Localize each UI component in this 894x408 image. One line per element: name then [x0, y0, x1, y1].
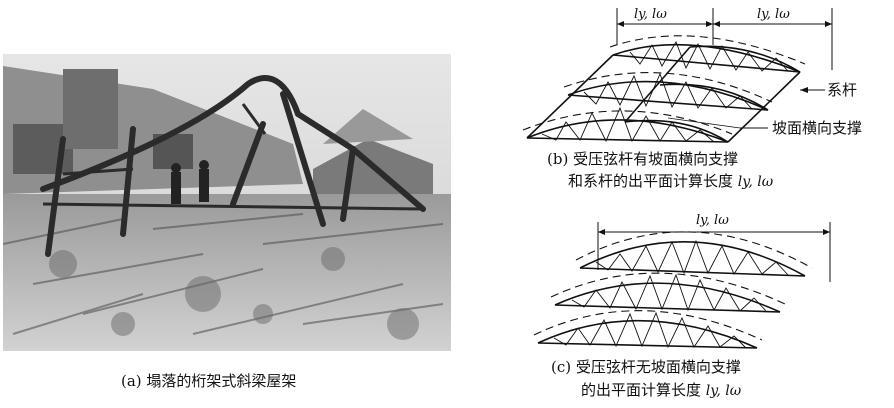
collapsed-roof-truss-photo	[3, 54, 451, 351]
caption-a: (a) 塌落的桁架式斜梁屋架	[121, 372, 297, 390]
length-label-c: ly, lω	[696, 213, 729, 228]
truss-diagram: ly, lω ly, lω ly, lω 系杆 坡面横向支撑	[500, 0, 894, 404]
caption-c-line1: (c) 受压弦杆无坡面横向支撑	[551, 358, 741, 376]
caption-c-line2-wrap: 的出平面计算长度 ly, lω	[581, 381, 741, 401]
caption-b-line2-wrap: 和系杆的出平面计算长度 ly, lω	[568, 172, 773, 192]
caption-b-line1: (b) 受压弦杆有坡面横向支撑	[547, 150, 739, 168]
caption-c-line2: 的出平面计算长度	[581, 381, 702, 399]
slope-bracing-label: 坡面横向支撑	[772, 119, 862, 137]
length-label-b-right: ly, lω	[757, 7, 790, 22]
caption-b-line2: 和系杆的出平面计算长度	[568, 172, 734, 190]
length-label-b-left: ly, lω	[634, 7, 667, 22]
caption-b-length: ly, lω	[737, 174, 774, 190]
caption-c-length: ly, lω	[705, 383, 742, 399]
tie-bar-label: 系杆	[827, 81, 857, 99]
